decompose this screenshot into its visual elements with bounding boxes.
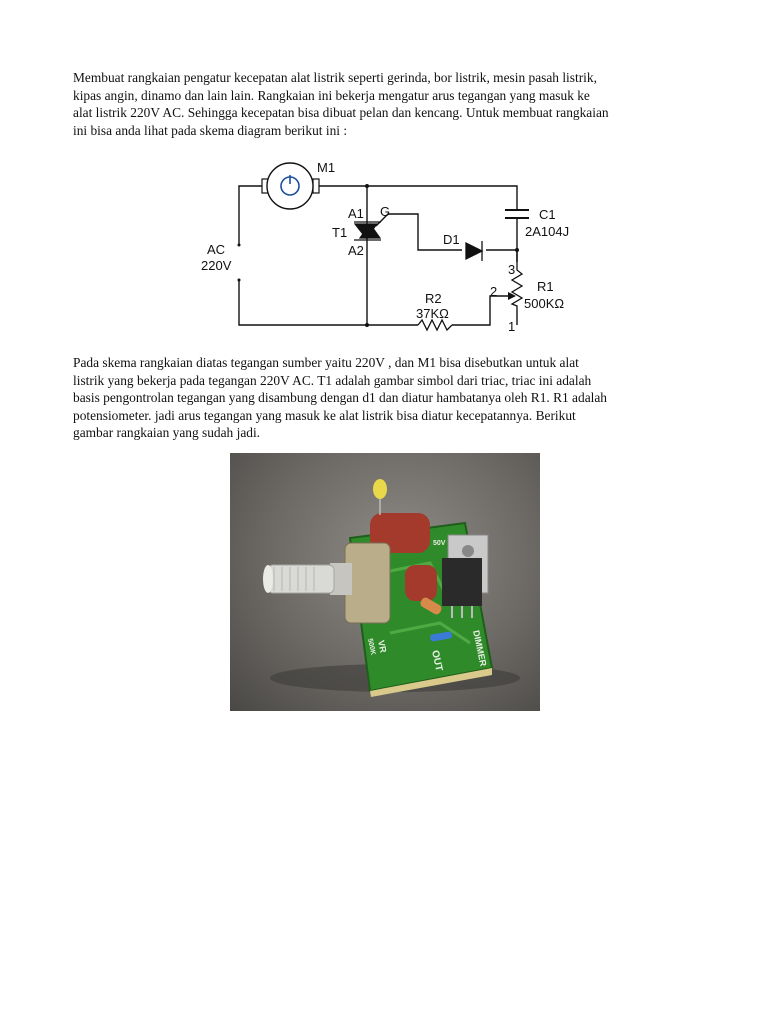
label-pin1: 1 xyxy=(508,319,515,334)
text-line: ini bisa anda lihat pada skema diagram b… xyxy=(73,122,348,138)
label-m1: M1 xyxy=(317,160,335,175)
label-r1: R1 xyxy=(537,279,554,294)
triac-symbol xyxy=(353,221,382,241)
wire-left-bottom xyxy=(238,280,367,326)
ac-terminal-bottom xyxy=(237,278,241,282)
pcb-label-50v: 50V xyxy=(433,540,446,547)
wire-top xyxy=(316,185,518,210)
label-a1: A1 xyxy=(348,206,364,221)
label-c1: C1 xyxy=(539,207,556,222)
wire-diode-pot xyxy=(486,249,518,262)
text-line: listrik yang bekerja pada tegangan 220V … xyxy=(73,372,592,388)
finished-circuit-photo: DIMMER OUT VR 500K 50V xyxy=(230,453,540,711)
label-a2: A2 xyxy=(348,243,364,258)
label-r2-value: 37KΩ xyxy=(416,306,449,321)
label-ac: AC xyxy=(207,242,225,257)
text-line: kipas angin, dinamo dan lain lain. Rangk… xyxy=(73,87,590,103)
text-line: basis pengontrolan tegangan yang disambu… xyxy=(73,390,607,406)
wire-gate xyxy=(375,213,462,251)
text-line: Membuat rangkaian pengatur kecepatan ala… xyxy=(73,70,597,85)
label-t1: T1 xyxy=(332,225,347,240)
label-gate: G xyxy=(380,204,390,219)
label-r1-value: 500KΩ xyxy=(524,296,564,311)
label-pin2: 2 xyxy=(490,284,497,299)
potentiometer-component xyxy=(263,542,391,624)
wire-r2-wiper xyxy=(452,295,508,326)
junction-dot xyxy=(365,184,369,188)
label-r2: R2 xyxy=(425,291,442,306)
capacitor-symbol xyxy=(505,209,529,219)
resistor-component xyxy=(420,597,442,615)
label-c1-value: 2A104J xyxy=(525,224,569,239)
label-d1: D1 xyxy=(443,232,460,247)
knob xyxy=(267,564,335,594)
ac-terminal-top xyxy=(237,243,241,247)
diode-component xyxy=(430,631,453,642)
text-line: gambar rangkaian yang sudah jadi. xyxy=(73,425,261,441)
led-component xyxy=(373,479,387,515)
motor-symbol xyxy=(261,162,320,210)
text-line: potensiometer. jadi arus tegangan yang m… xyxy=(73,407,576,423)
description-paragraph: Pada skema rangkaian diatas tegangan sum… xyxy=(73,354,705,442)
diode-symbol xyxy=(465,241,484,261)
pcb-label-vr: VR xyxy=(376,639,388,654)
circuit-schematic: M1 AC 220V A1 G T1 A2 D1 C1 2A104J 3 R1 … xyxy=(201,160,569,334)
triac-component xyxy=(442,534,489,618)
junction-dot xyxy=(515,248,519,252)
text-line: Pada skema rangkaian diatas tegangan sum… xyxy=(73,355,579,370)
intro-paragraph: Membuat rangkaian pengatur kecepatan ala… xyxy=(73,69,705,139)
text-line: alat listrik 220V AC. Sehingga kecepatan… xyxy=(73,105,609,121)
resistor-symbol xyxy=(417,318,453,332)
label-pin3: 3 xyxy=(508,262,515,277)
pcb-illustration: DIMMER OUT VR 500K 50V xyxy=(263,479,520,697)
capacitor-component xyxy=(405,565,437,601)
potentiometer-symbol xyxy=(510,262,524,310)
pcb-label-out: OUT xyxy=(429,649,444,672)
label-ac-voltage: 220V xyxy=(201,258,232,273)
pcb-label-500k: 500K xyxy=(366,638,376,656)
wire-left-top xyxy=(238,185,265,245)
pot-wiper-arrow xyxy=(508,292,516,300)
junction-dot xyxy=(365,323,369,327)
